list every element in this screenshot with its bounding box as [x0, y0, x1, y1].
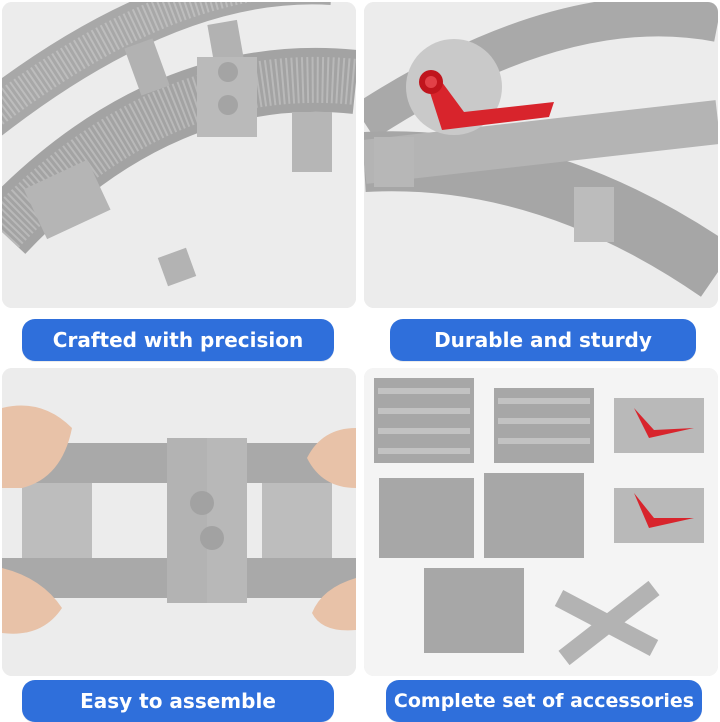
switch-track-image [364, 2, 718, 308]
caption-crafted-with-precision: Crafted with precision [22, 319, 334, 361]
caption-durable-and-sturdy: Durable and sturdy [390, 319, 696, 361]
accessories-set-illustration [364, 368, 718, 676]
curved-track-image [2, 2, 356, 308]
assemble-track-image [2, 368, 356, 676]
caption-complete-set-of-accessories: Complete set of accessories [386, 680, 702, 722]
caption-easy-to-assemble: Easy to assemble [22, 680, 334, 722]
assemble-track-illustration [2, 368, 356, 676]
curved-track-illustration [2, 2, 356, 308]
switch-track-illustration [364, 2, 718, 308]
accessories-set-image [364, 368, 718, 676]
